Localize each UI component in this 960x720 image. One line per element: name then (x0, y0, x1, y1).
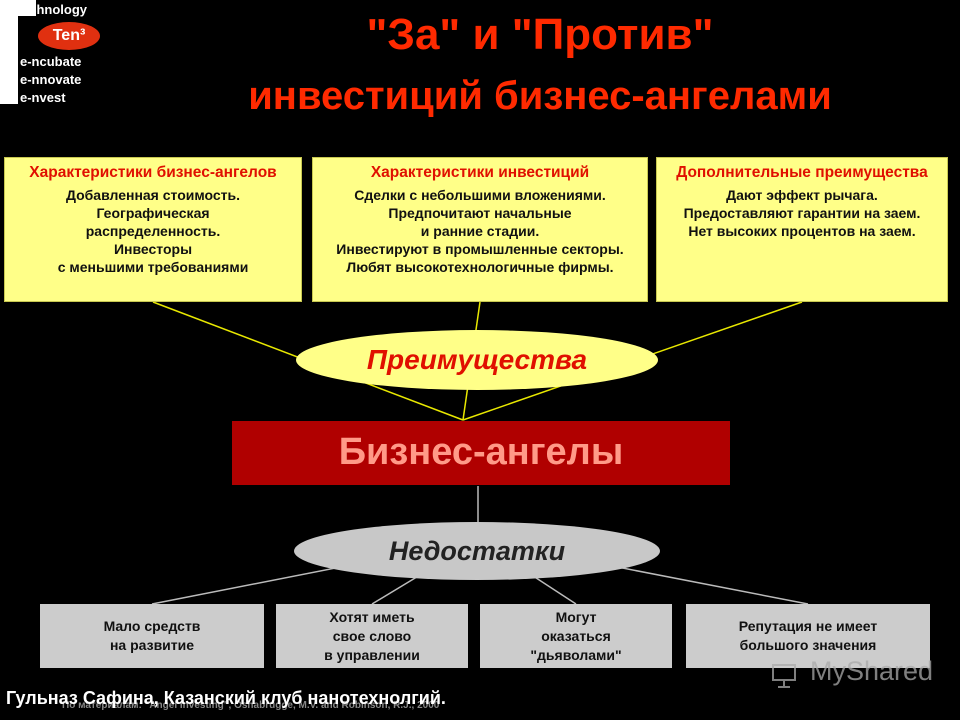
disadvantage-line: оказаться (541, 627, 611, 644)
advantage-line: и ранние стадии. (420, 223, 540, 239)
advantage-line: Предпочитают начальные (388, 205, 572, 221)
logo-line-ennovate: e-nnovate (20, 72, 82, 87)
disadvantage-line: Репутация не имеет (738, 618, 878, 634)
disadvantage-box: Мало средств на развитие (40, 604, 264, 668)
business-angels-bar: Бизнес-ангелы (232, 421, 730, 485)
disadvantage-line: Хотят иметь (329, 608, 415, 625)
business-angels-label: Бизнес-ангелы (338, 431, 624, 473)
disadvantage-line: Могут (555, 608, 597, 625)
watermark: MyShared (770, 656, 933, 687)
disadvantage-line: в управлении (324, 646, 420, 663)
disadvantage-line: большого значения (739, 637, 877, 653)
advantage-line: Любят высокотехнологичные фирмы. (346, 259, 614, 275)
page-title: "За" и "Против" (366, 10, 714, 59)
logo-line-encubate: e-ncubate (20, 54, 82, 69)
advantage-line: Предоставляют гарантии на заем. (683, 205, 921, 221)
advantage-line: с меньшими требованиями (57, 259, 249, 275)
advantage-box-additional: Дополнительные преимущества Дают эффект … (656, 157, 948, 302)
disadvantage-line: "дьяволами" (530, 646, 622, 663)
disadvantage-line: свое слово (332, 627, 412, 644)
advantage-box-investments: Характеристики инвестиций Сделки с небол… (312, 157, 648, 302)
watermark-text: MyShared (810, 656, 934, 686)
advantage-line: Географическая (96, 205, 210, 221)
logo-line-technology: echnology (22, 2, 88, 17)
advantage-box-heading: Дополнительные преимущества (676, 164, 928, 181)
advantage-box-angels: Характеристики бизнес-ангелов Добавленна… (4, 157, 302, 302)
logo-letter-t-top (0, 0, 36, 16)
disadvantage-box: Хотят иметь свое слово в управлении (276, 604, 468, 668)
logo-badge: Ten³ (38, 22, 100, 50)
advantage-line: Нет высоких процентов на заем. (688, 223, 916, 239)
author-caption: Гульназ Сафина, Казанский клуб нанотехно… (6, 688, 446, 708)
source-footnote: По материалам: "Angel Investing", Osnabr… (62, 700, 440, 711)
page-subtitle: инвестиций бизнес-ангелами (248, 74, 832, 118)
disadvantage-line: Мало средств (103, 618, 201, 634)
disadvantages-label: Недостатки (388, 536, 566, 566)
advantage-line: Добавленная стоимость. (65, 187, 241, 203)
logo-letter-t (0, 0, 18, 104)
disadvantage-box: Репутация не имеет большого значения (686, 604, 930, 668)
advantages-label: Преимущества (366, 344, 588, 375)
logo: echnology Ten³ e-ncubate e-nnovate e-nve… (0, 0, 120, 110)
advantage-line: Дают эффект рычага. (726, 187, 878, 203)
advantages-ellipse: Преимущества (296, 330, 658, 390)
disadvantage-box: Могут оказаться "дьяволами" (480, 604, 672, 668)
advantage-box-heading: Характеристики инвестиций (370, 164, 590, 181)
presentation-icon (772, 664, 796, 688)
logo-line-envest: e-nvest (20, 90, 66, 105)
disadvantage-line: на развитие (109, 637, 195, 653)
disadvantages-ellipse: Недостатки (294, 522, 660, 580)
advantage-line: Сделки с небольшими вложениями. (354, 187, 606, 203)
advantage-line: Инвестируют в промышленные секторы. (336, 241, 624, 257)
advantage-line: Инвесторы (113, 241, 193, 257)
advantage-line: распределенность. (85, 223, 221, 239)
advantage-box-heading: Характеристики бизнес-ангелов (29, 164, 277, 181)
